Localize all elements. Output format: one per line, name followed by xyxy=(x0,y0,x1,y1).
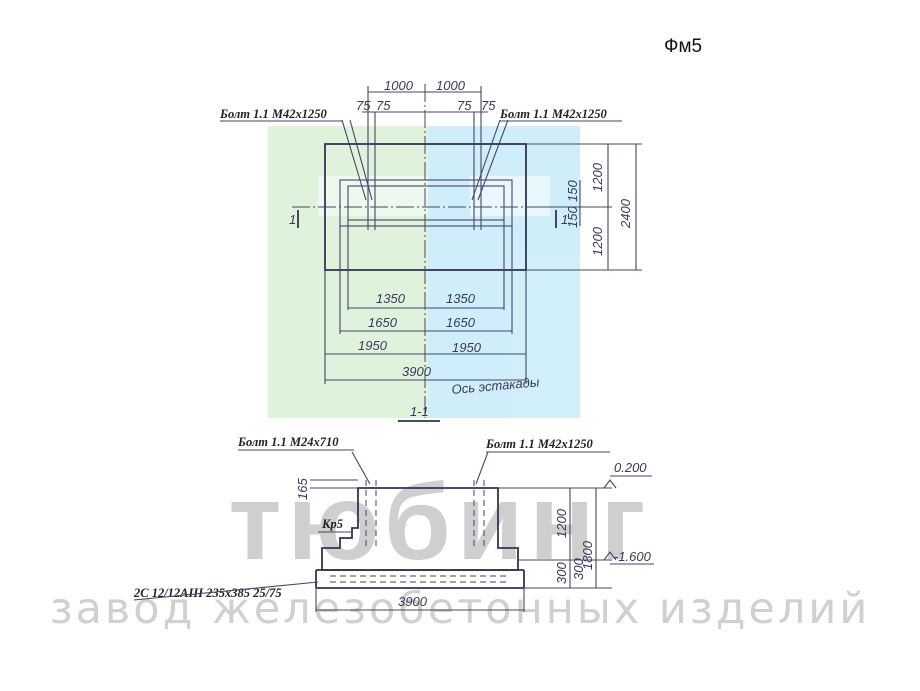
section-view: Болт 1.1 М24х710 Болт 1.1 М42х1250 165 К… xyxy=(133,435,654,612)
plan-dim-1650-left: 1650 xyxy=(368,315,398,330)
level-bottom: -1.600 xyxy=(614,549,652,564)
watermark-brand: тюбинг xyxy=(228,461,652,582)
plan-bolt-label-right: Болт 1.1 М42х1250 xyxy=(499,107,608,121)
plan-bolt-offset-4: 75 xyxy=(481,98,496,113)
step-label: Кр5 xyxy=(321,517,343,531)
plan-dim-1650-right: 1650 xyxy=(446,315,476,330)
plan-section-mark-right: 1 xyxy=(561,212,568,227)
plan-dim-total: 3900 xyxy=(402,364,432,379)
plan-bolt-offset-1: 75 xyxy=(356,98,371,113)
section-width: 3900 xyxy=(398,594,428,609)
section-dim-1800: 1800 xyxy=(580,540,595,570)
plan-dim-1950-left: 1950 xyxy=(358,338,388,353)
section-bolt-label-left: Болт 1.1 М24х710 xyxy=(237,435,339,449)
plan-view: 1000 1000 75 75 75 75 Болт 1.1 М42х1250 … xyxy=(219,78,642,422)
section-dim-300-b: 300 xyxy=(571,558,586,580)
plan-right-dim-total: 2400 xyxy=(618,198,633,229)
plan-right-dim-lower: 1200 xyxy=(590,226,605,256)
plan-right-dim-inner-b: 150 xyxy=(565,206,580,228)
plan-bolt-offset-2: 75 xyxy=(376,98,391,113)
plan-right-dim-inner-a: 150 xyxy=(565,180,580,202)
section-bolt-label-right: Болт 1.1 М42х1250 xyxy=(485,437,594,451)
plan-bolt-offset-3: 75 xyxy=(457,98,472,113)
watermark-blocks xyxy=(268,126,580,418)
plan-top-dim-left: 1000 xyxy=(384,78,414,93)
drawing-code: Фм5 xyxy=(664,36,703,57)
plan-bolt-label-left: Болт 1.1 М42х1250 xyxy=(219,107,328,121)
section-dim-300-a: 300 xyxy=(554,562,569,584)
dim-165: 165 xyxy=(295,478,310,500)
level-top: 0.200 xyxy=(614,460,647,475)
plan-dim-1950-right: 1950 xyxy=(452,340,482,355)
plan-top-dim-right: 1000 xyxy=(436,78,466,93)
plan-dim-1350-right: 1350 xyxy=(446,291,476,306)
plan-right-dim-upper: 1200 xyxy=(590,162,605,192)
section-title: 1-1 xyxy=(410,404,429,419)
section-dim-1200: 1200 xyxy=(554,508,569,538)
plan-section-mark-left: 1 xyxy=(289,212,296,227)
plan-dim-1350-left: 1350 xyxy=(376,291,406,306)
